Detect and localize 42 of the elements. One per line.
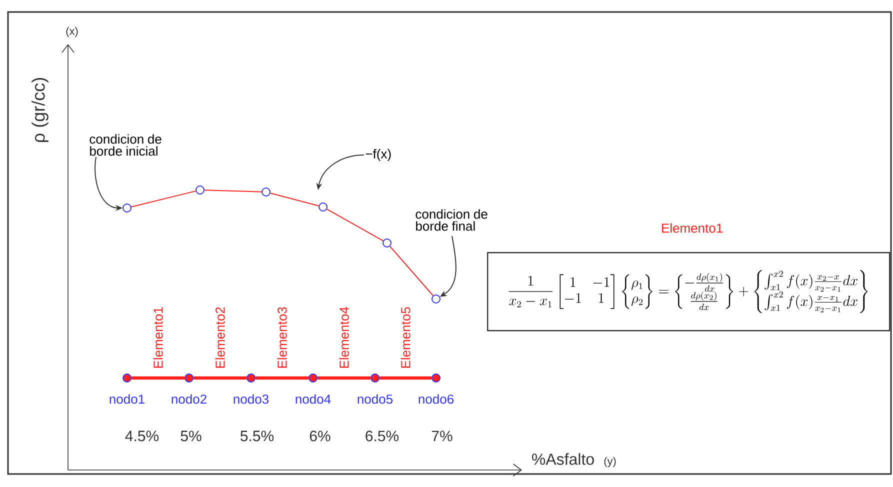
box-heading: Elemento1: [662, 223, 722, 233]
node-label: nodo5: [358, 394, 393, 404]
connector-line: [132, 376, 184, 380]
node-label: nodo1: [110, 394, 144, 404]
connector-line: [270, 192, 320, 206]
node-circle: [318, 202, 328, 212]
callout-text: −f(x): [366, 148, 391, 162]
node-circle: [262, 188, 270, 196]
tick-label: 7%: [432, 430, 452, 442]
node-circle: [382, 238, 392, 248]
edge-label: Elemento2: [215, 307, 225, 368]
connector-line: [326, 208, 384, 242]
connector-line: [204, 190, 262, 192]
callout-text: condicion de borde inicial: [90, 134, 162, 156]
node-circle: [122, 204, 132, 212]
tick-label: 6.5%: [366, 430, 399, 442]
node-label: nodo4: [296, 394, 331, 404]
callout-text: condicion de borde final: [416, 209, 488, 231]
axis-label: (y): [604, 456, 616, 468]
axis-label: %Asfalto: [532, 453, 594, 465]
node-circle: [432, 294, 440, 304]
connector-line: [318, 376, 370, 380]
tick-label: 4.5%: [125, 430, 159, 442]
connector-line: [256, 376, 308, 380]
connector-line: [389, 246, 434, 296]
connector-line: [130, 190, 196, 208]
tick-label: 6%: [310, 430, 330, 442]
tick-label: 5%: [180, 430, 202, 442]
node-label: nodo6: [418, 394, 454, 404]
connector-line: [194, 376, 246, 380]
edge-label: Elemento4: [339, 307, 349, 368]
node-label: nodo3: [234, 394, 268, 404]
axis-label: ρ (gr/cc): [32, 78, 48, 142]
tick-label: 5.5%: [240, 430, 274, 442]
edge-label: Elemento5: [400, 307, 410, 368]
axis-label: (x): [66, 26, 78, 38]
connector-line: [380, 376, 432, 380]
node-label: nodo2: [172, 394, 206, 404]
formula-box: $\frac{1}{x_2-x_1}\begin{bmatrix}1 & -1\\ -1 & 1\end{bmatrix}\begin{Bmatrix}\rho_1\\ \rho_2\end{Bmatrix}=\begin{Bmatrix}-\frac{d\rho(x_1)}{dx}\\ \frac{d\rho(x_2)}{dx}\end{Bmatrix}+\begin{Bmatrix}\int_{x1}^{x2} f(x)\frac{x_2-x}{x_2-x_1}dx\\ \int_{x1}^{x2} f(x)\frac{x-x_1}{x_2-x_1}dx\end{Bmatrix}$: [487, 252, 890, 332]
node-circle: [196, 186, 204, 194]
edge-label: Elemento3: [277, 307, 287, 368]
edge-label: Elemento1: [153, 307, 163, 368]
